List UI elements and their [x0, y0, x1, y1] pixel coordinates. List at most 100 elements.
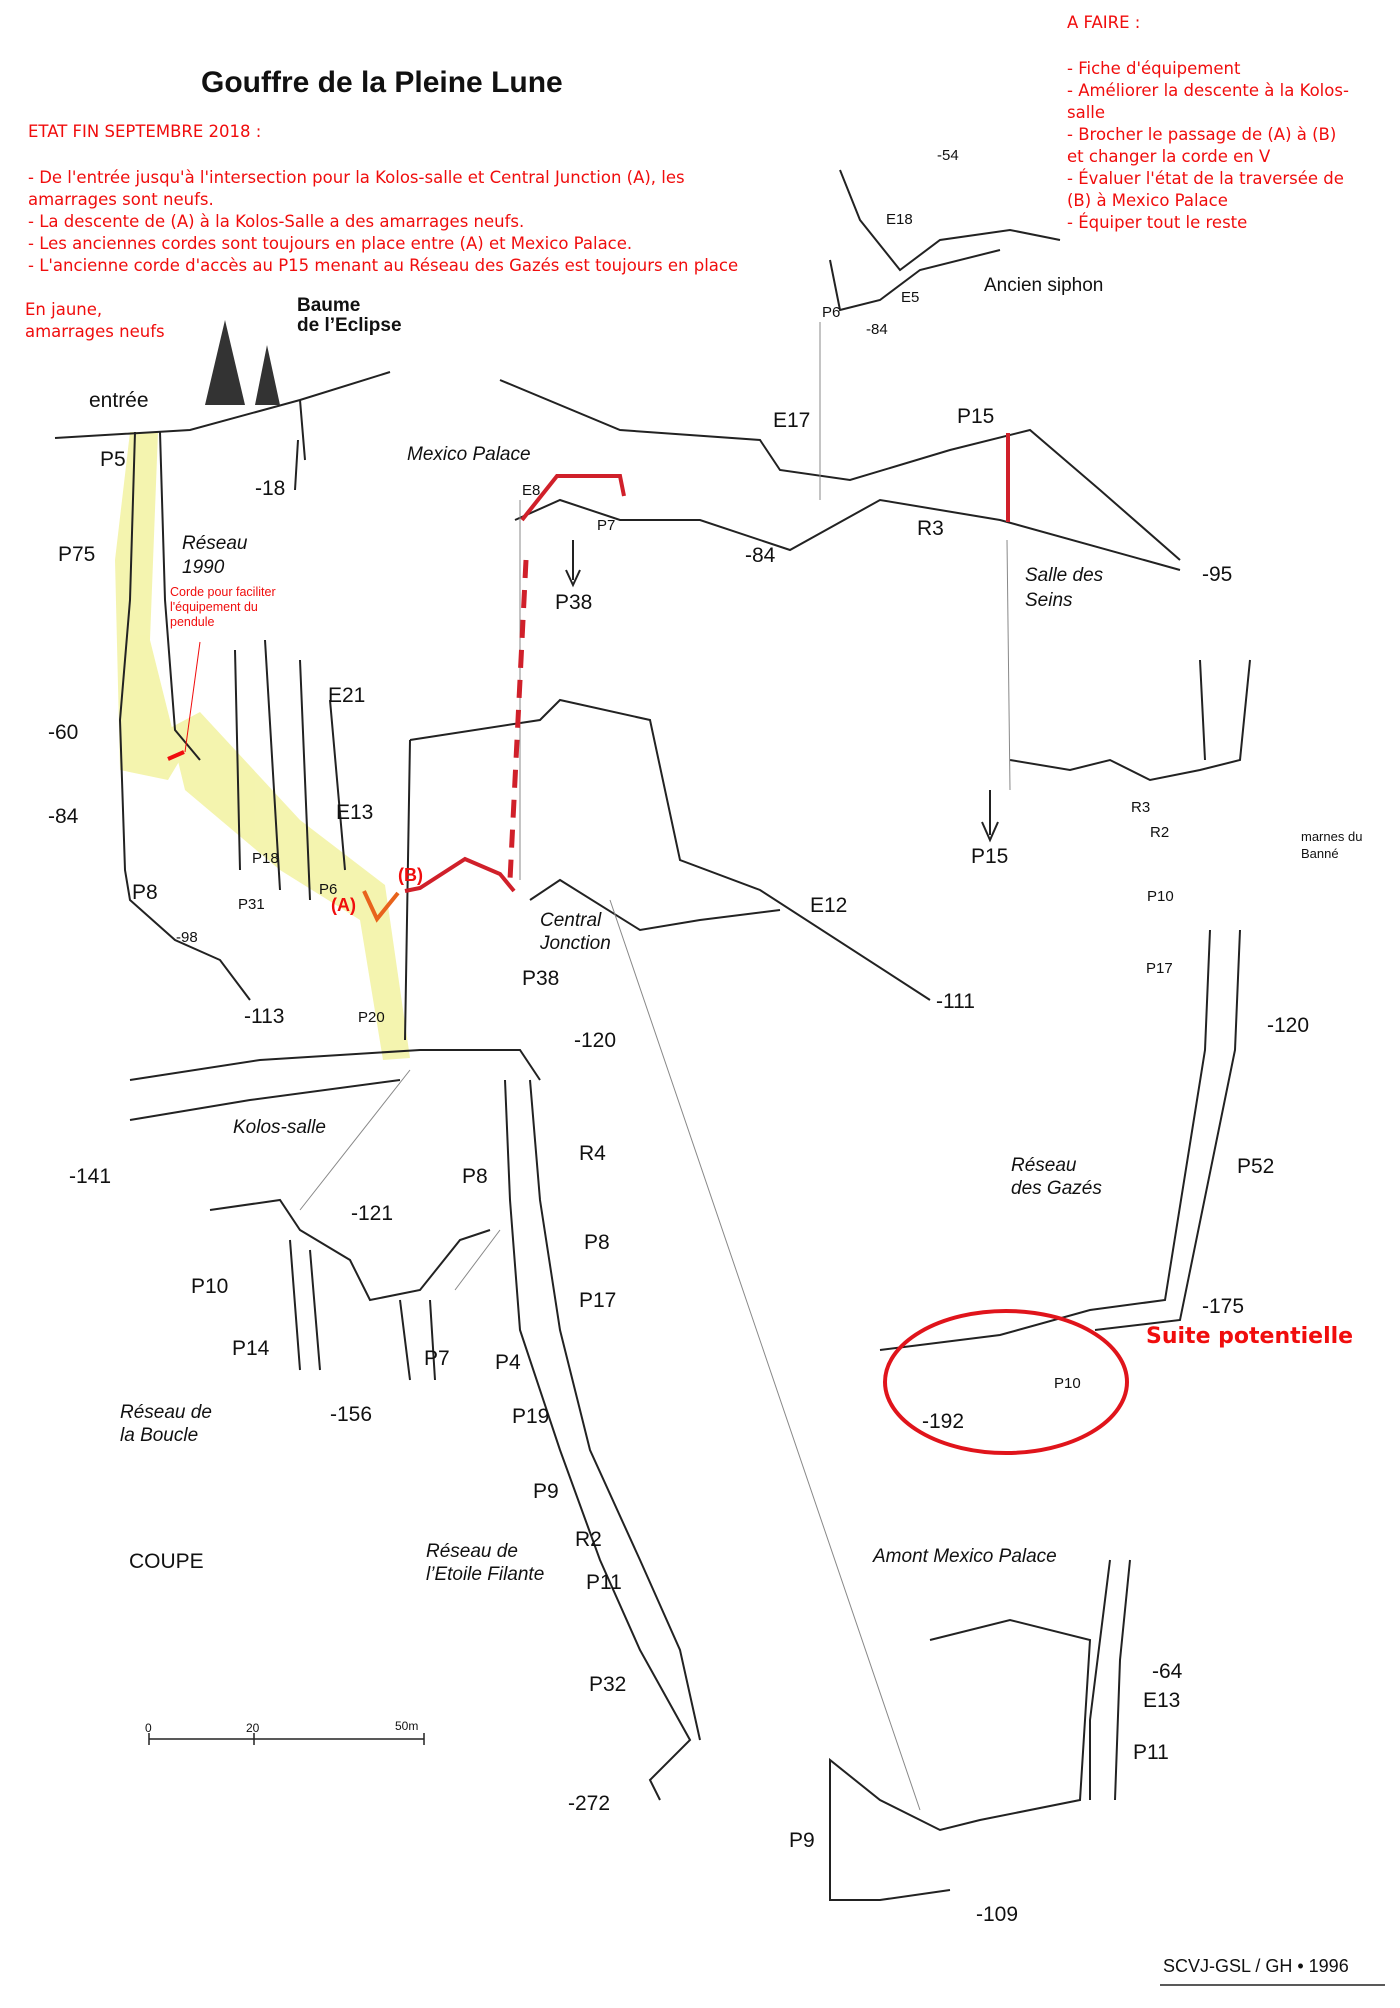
label: -175	[1202, 1295, 1245, 1318]
label: Kolos-salle	[233, 1117, 326, 1138]
corde-note-1: Corde pour faciliter	[170, 585, 276, 599]
suite-potentielle: Suite potentielle	[1146, 1324, 1354, 1349]
a-faire-line: - Améliorer la descente à la Kolos-	[1067, 81, 1349, 100]
label: 1990	[182, 557, 225, 578]
label: P6	[822, 304, 841, 321]
label: P52	[1237, 1155, 1275, 1178]
survey-lines	[299, 322, 1011, 1811]
label: -109	[976, 1903, 1019, 1926]
label: Jonction	[540, 933, 611, 954]
label: P18	[252, 850, 279, 867]
label: P4	[495, 1351, 521, 1374]
label: -120	[574, 1029, 617, 1052]
label: Réseau de	[120, 1402, 212, 1423]
label: P31	[238, 896, 265, 913]
scale-20: 20	[246, 1721, 260, 1735]
label: Amont Mexico Palace	[873, 1546, 1057, 1567]
label: Réseau	[1011, 1155, 1077, 1176]
label: l’Etoile Filante	[426, 1564, 545, 1585]
label: P17	[579, 1289, 617, 1312]
label: R3	[1131, 799, 1151, 816]
a-faire-line: - Équiper tout le reste	[1067, 213, 1248, 232]
label: la Boucle	[120, 1425, 199, 1446]
label: marnes du	[1301, 829, 1363, 844]
label: -84	[48, 805, 79, 828]
label: Banné	[1301, 846, 1339, 861]
marker-a: (A)	[331, 895, 356, 915]
label: -272	[568, 1792, 611, 1815]
label: -95	[1202, 563, 1233, 586]
label: -84	[866, 321, 888, 338]
rope-mexico-palace	[520, 474, 626, 522]
etat-line: - Les anciennes cordes sont toujours en …	[28, 234, 633, 253]
label: P14	[232, 1337, 270, 1360]
label: E13	[1143, 1689, 1181, 1712]
label: P10	[191, 1275, 229, 1298]
label: P15	[971, 845, 1009, 868]
scale-0: 0	[145, 1721, 152, 1735]
label: P11	[586, 1571, 622, 1594]
label: P7	[424, 1347, 450, 1370]
label: P38	[555, 591, 593, 614]
label: R3	[917, 517, 944, 540]
label: -60	[48, 721, 79, 744]
label: E18	[886, 211, 913, 228]
legend-line2: amarrages neufs	[25, 322, 165, 341]
rope-a-v	[362, 890, 400, 923]
label: Seins	[1025, 590, 1073, 611]
etat-line: - De l'entrée jusqu'à l'intersection pou…	[28, 168, 685, 187]
etat-line: - L'ancienne corde d'accès au P15 menant…	[28, 256, 739, 275]
corde-note-3: pendule	[170, 615, 215, 629]
label-eclipse: de l’Eclipse	[297, 315, 402, 336]
scale-50m: 50m	[395, 1719, 419, 1733]
label: E17	[773, 409, 811, 432]
label: P5	[100, 448, 126, 471]
label: R4	[579, 1142, 606, 1165]
label: Salle des	[1025, 565, 1104, 586]
etat-line: - La descente de (A) à la Kolos-Salle a …	[28, 212, 525, 231]
label: -84	[745, 544, 776, 567]
label-entree: entrée	[89, 389, 149, 412]
label: E8	[522, 482, 541, 499]
label: P8	[584, 1231, 610, 1254]
page-title: Gouffre de la Pleine Lune	[201, 66, 563, 99]
label: E5	[901, 289, 920, 306]
label: -18	[255, 477, 286, 500]
a-faire-line: salle	[1067, 103, 1106, 122]
label: P20	[358, 1009, 385, 1026]
a-faire-line: - Évaluer l'état de la traversée de	[1067, 169, 1344, 188]
a-faire-line: et changer la corde en V	[1067, 147, 1271, 166]
label: -121	[351, 1202, 394, 1225]
label: R2	[1150, 824, 1170, 841]
label: P32	[589, 1673, 627, 1696]
label: Ancien siphon	[984, 275, 1104, 296]
label: -64	[1152, 1660, 1183, 1683]
yellow-highlight	[115, 432, 410, 1060]
label: P10	[1054, 1375, 1081, 1392]
label: E21	[328, 684, 366, 707]
label: -54	[937, 147, 959, 164]
label: P9	[533, 1480, 559, 1503]
label: P9	[789, 1829, 815, 1852]
label: -192	[922, 1410, 965, 1433]
etat-heading: ETAT FIN SEPTEMBRE 2018 :	[28, 122, 262, 141]
label: R2	[575, 1528, 602, 1551]
suite-potentielle-circle	[883, 1309, 1129, 1455]
label: Réseau	[182, 533, 248, 554]
label: P7	[597, 517, 616, 534]
corde-note-pointer	[184, 641, 201, 753]
rope-dashed-p38	[507, 559, 529, 881]
label: -111	[936, 990, 975, 1013]
label: -141	[69, 1165, 112, 1188]
label: P38	[522, 967, 560, 990]
credit: SCVJ-GSL / GH • 1996	[1163, 1956, 1349, 1976]
label: E12	[810, 894, 848, 917]
rope-pendule	[167, 750, 185, 761]
rope-lines	[167, 433, 1010, 923]
label: P17	[1146, 960, 1173, 977]
label: -120	[1267, 1014, 1310, 1037]
label-baume: Baume	[297, 295, 361, 316]
label: Mexico Palace	[407, 444, 531, 465]
